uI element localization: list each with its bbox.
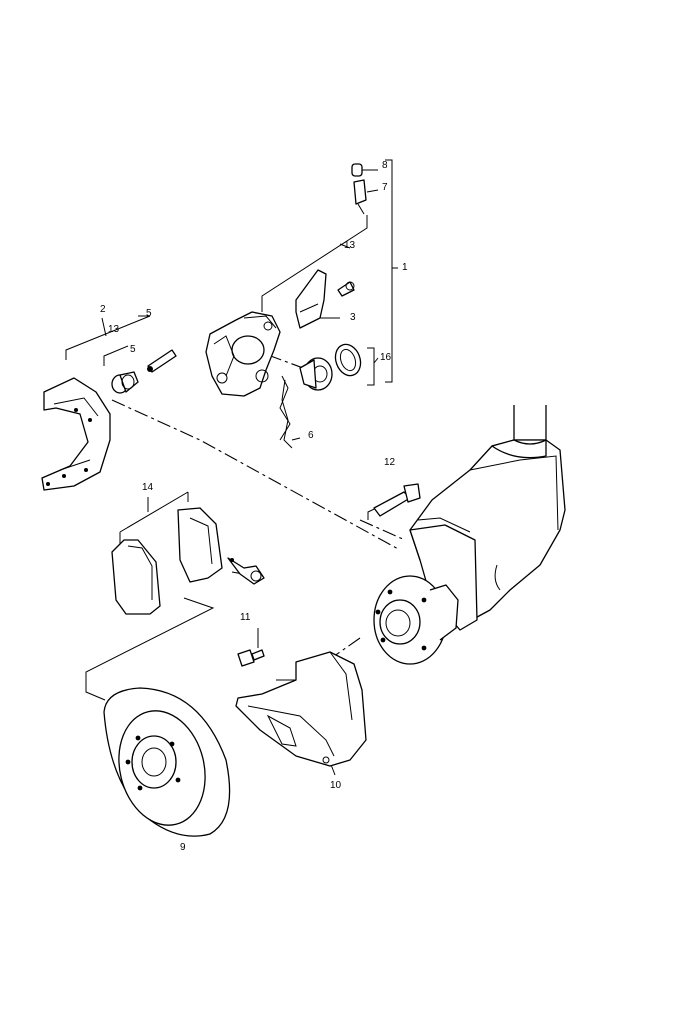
callout-8: 8 (382, 160, 388, 171)
callout-1: 1 (402, 262, 408, 273)
callout-2: 2 (100, 304, 106, 315)
hose-bracket (295, 269, 355, 329)
leader-lines (65, 159, 411, 776)
caliper-carrier (41, 377, 111, 491)
caliper-bolt (373, 483, 421, 517)
piston-seal (299, 343, 362, 391)
wear-sensor (279, 375, 291, 441)
callout-10: 10 (330, 780, 342, 791)
bleeder-set (351, 163, 367, 215)
shield-bolt (237, 649, 265, 667)
callout-13-lower: 13 (108, 324, 120, 335)
callout-5-lower: 5 (130, 344, 136, 355)
splash-shield (235, 651, 367, 767)
callout-14: 14 (142, 482, 154, 493)
callout-5-upper: 5 (146, 308, 152, 319)
guide-pin-set (111, 349, 177, 394)
callout-3: 3 (350, 312, 356, 323)
callout-16: 16 (380, 352, 392, 363)
callout-6: 6 (308, 430, 314, 441)
sensor-plug (227, 557, 265, 585)
callout-13-upper: 13 (344, 240, 356, 251)
wheel-hub (373, 575, 459, 665)
callout-7: 7 (382, 182, 388, 193)
callout-12: 12 (384, 457, 396, 468)
brake-disc (103, 687, 231, 837)
brake-caliper (205, 311, 281, 397)
strut-knuckle (409, 405, 566, 631)
brake-pads (111, 507, 223, 615)
callout-labels: 1 2 3 5 5 6 7 8 9 10 11 12 13 13 14 16 (100, 160, 408, 853)
callout-9: 9 (180, 842, 186, 853)
callout-11: 11 (240, 612, 251, 623)
